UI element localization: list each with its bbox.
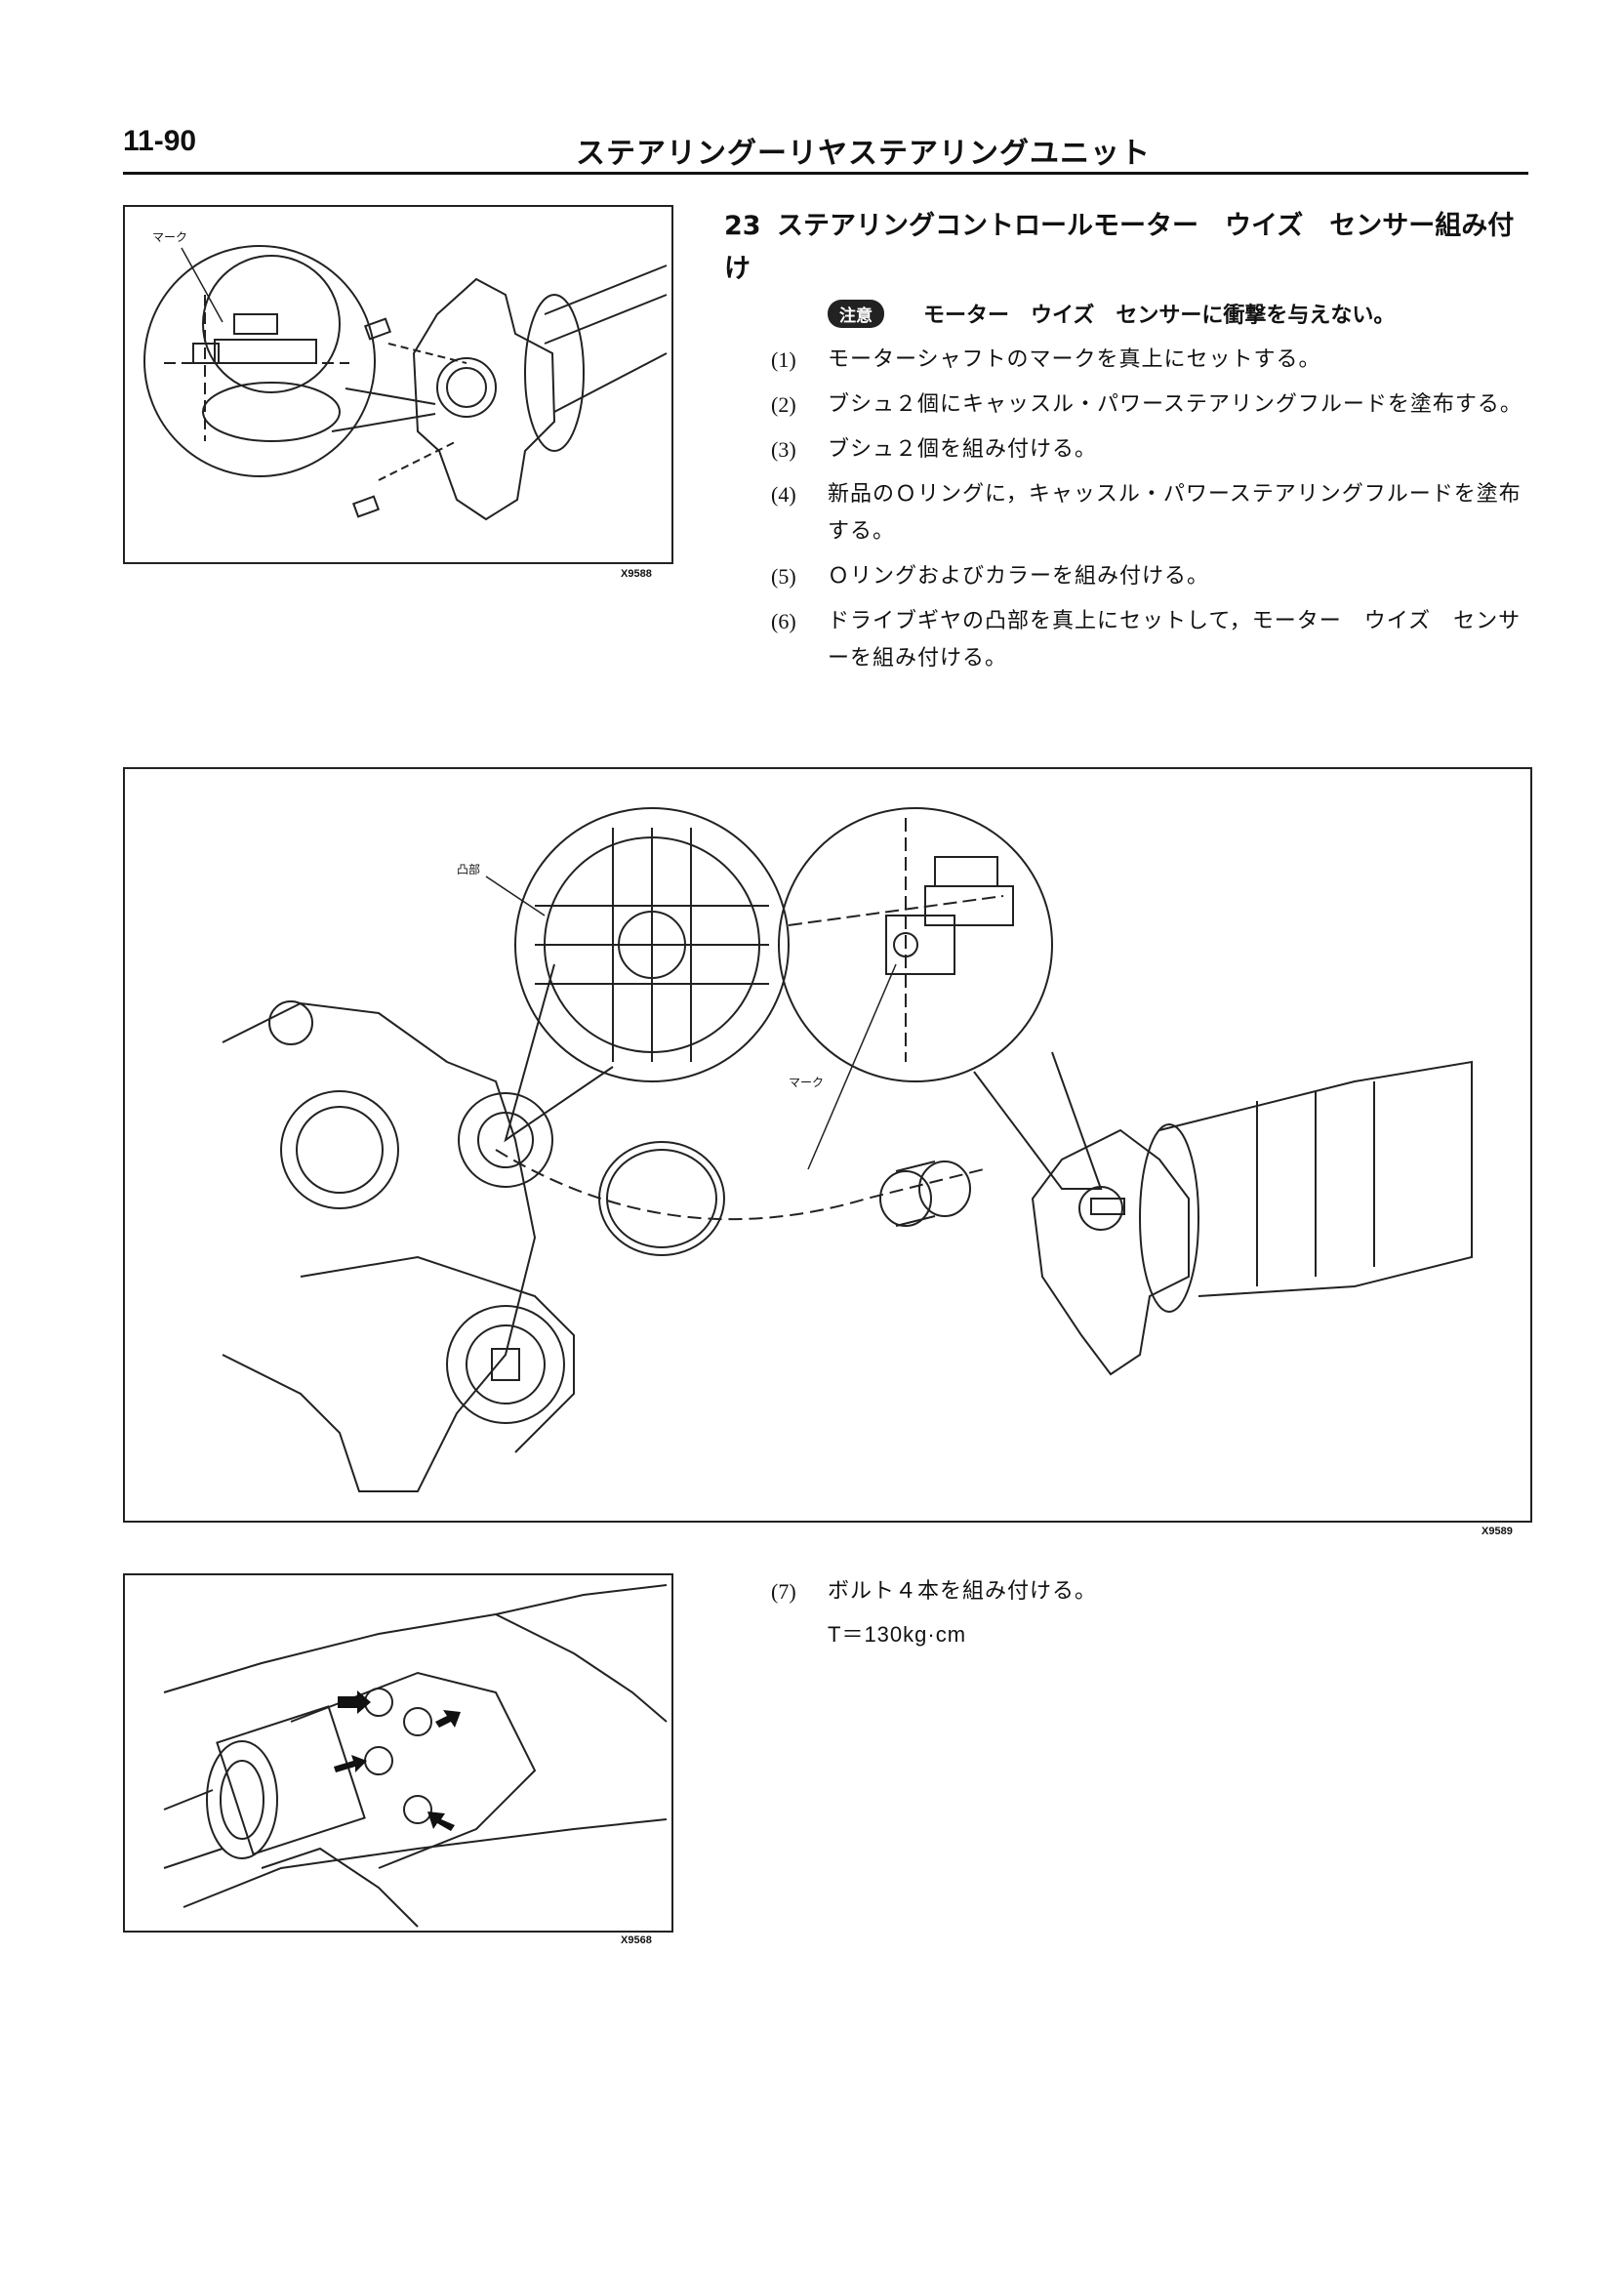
motor-shaft-illustration	[143, 245, 668, 521]
step-text: ブシュ２個にキャッスル・パワーステアリングフルードを塗布する。	[828, 392, 1522, 417]
step-5: (5) Ｏリングおよびカラーを組み付ける。	[771, 558, 1532, 595]
caution-text: モーター ウイズ センサーに衝撃を与えない。	[923, 304, 1396, 328]
figure-code: X9568	[621, 1934, 652, 1946]
step-number: (7)	[771, 1579, 796, 1604]
bolt-installation-illustration	[163, 1584, 668, 1928]
step-text: ドライブギヤの凸部を真上にセットして，モーター ウイズ センサーを組み付ける。	[828, 609, 1522, 671]
page-number: 11-90	[123, 125, 197, 157]
torque-spec: T＝130kg·cm	[828, 1622, 967, 1647]
step-number: (4)	[771, 482, 796, 507]
step-list: (1) モーターシャフトのマークを真上にセットする。 (2) ブシュ２個にキャッ…	[771, 342, 1532, 677]
step-1: (1) モーターシャフトのマークを真上にセットする。	[771, 342, 1532, 379]
step-3: (3) ブシュ２個を組み付ける。	[771, 431, 1532, 468]
header-rule	[123, 172, 1528, 175]
label-protrusion: 凸部	[457, 863, 481, 876]
step-text: ブシュ２個を組み付ける。	[828, 437, 1098, 462]
figure-code: X9588	[621, 568, 652, 580]
step-number: (6)	[771, 609, 796, 633]
step-number: (5)	[771, 564, 796, 589]
step-6: (6) ドライブギヤの凸部を真上にセットして，モーター ウイズ センサーを組み付…	[771, 603, 1532, 677]
assembly-illustration	[222, 807, 1473, 1492]
label-mark: マーク	[152, 230, 188, 244]
figure-code: X9589	[1482, 1526, 1513, 1537]
page-title: ステアリングーリヤステアリングユニット	[576, 137, 1151, 171]
step-text: Ｏリングおよびカラーを組み付ける。	[828, 564, 1210, 589]
caution-badge: 注意	[828, 299, 884, 328]
step-number: (2)	[771, 392, 796, 417]
figure-motor-shaft: マーク	[123, 205, 673, 564]
section-number: 23	[724, 211, 761, 241]
caution-note: 注意 モーター ウイズ センサーに衝撃を与えない。	[828, 298, 1395, 329]
figure-assembly: 凸部 マーク	[123, 767, 1532, 1523]
step-4: (4) 新品のＯリングに，キャッスル・パワーステアリングフルードを塗布する。	[771, 476, 1532, 550]
figure-bolts	[123, 1573, 673, 1933]
step-number: (3)	[771, 437, 796, 462]
label-mark: マーク	[789, 1076, 825, 1089]
step-7: (7) ボルト４本を組み付ける。	[771, 1573, 1532, 1610]
step-number: (1)	[771, 347, 796, 372]
step-text: 新品のＯリングに，キャッスル・パワーステアリングフルードを塗布する。	[828, 482, 1522, 544]
step-text: モーターシャフトのマークを真上にセットする。	[828, 347, 1321, 372]
step-text: ボルト４本を組み付ける。	[828, 1579, 1098, 1604]
step-2: (2) ブシュ２個にキャッスル・パワーステアリングフルードを塗布する。	[771, 387, 1532, 424]
section-title-text: ステアリングコントロールモーター ウイズ センサー組み付け	[724, 211, 1515, 284]
step-list-bolts: (7) ボルト４本を組み付ける。	[771, 1573, 1532, 1610]
